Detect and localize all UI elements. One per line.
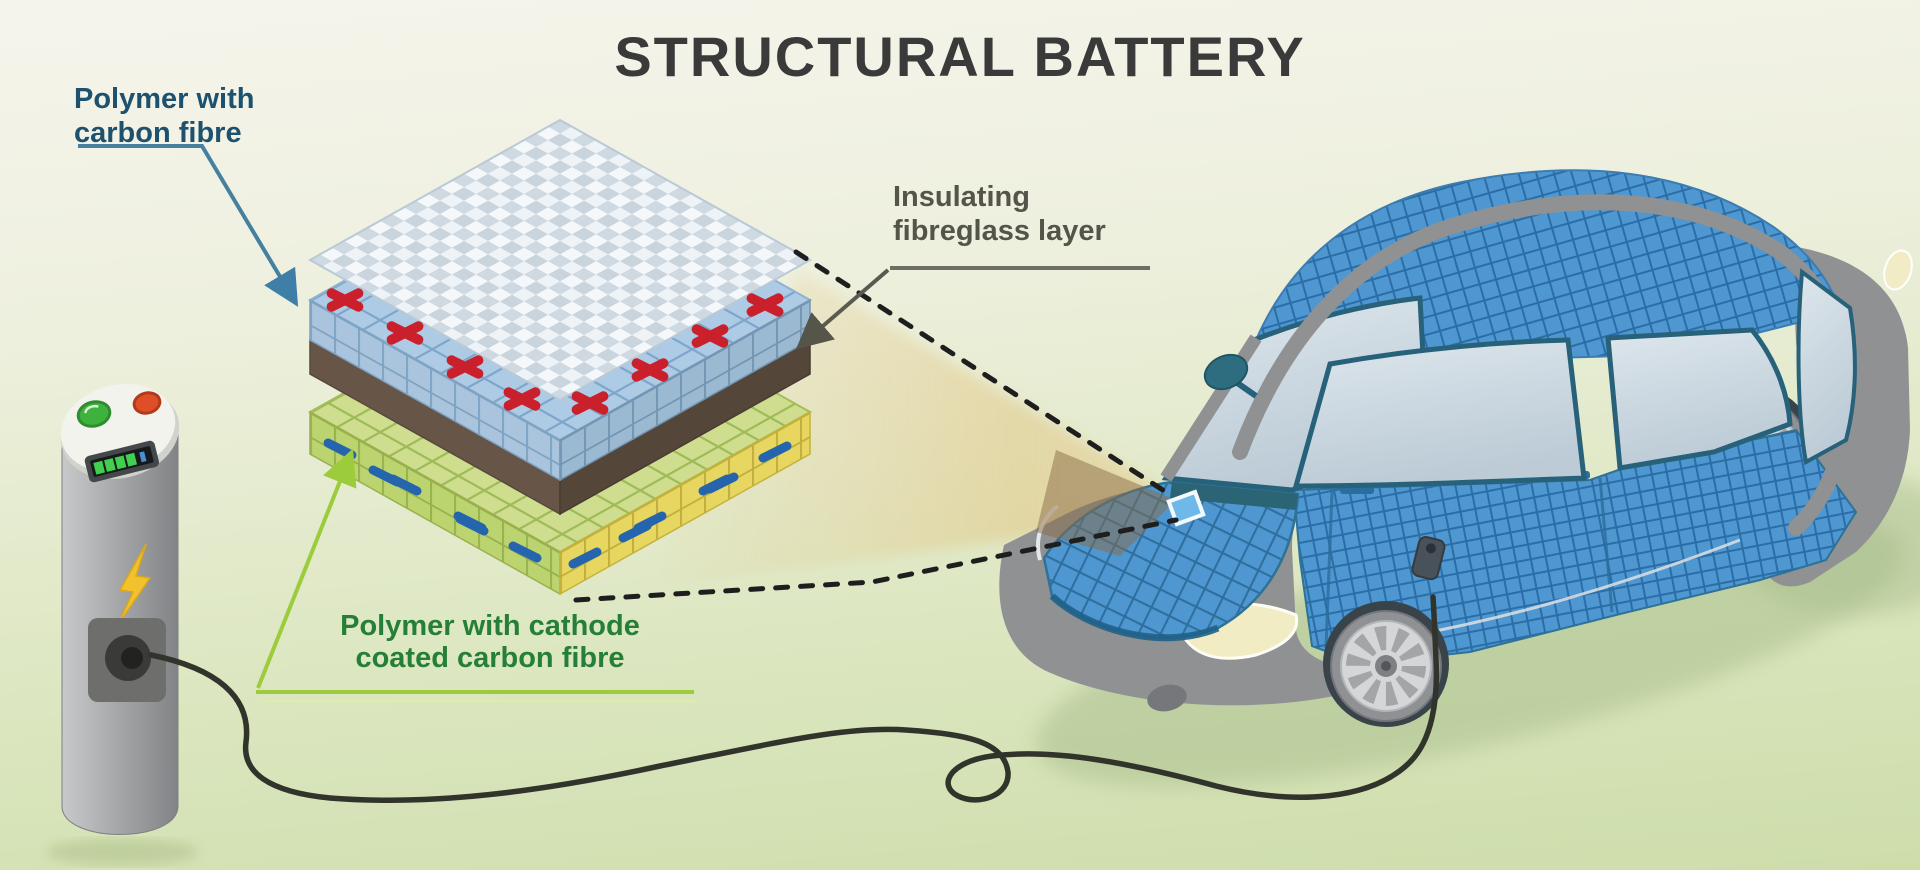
- cathode-leader-arrow: [256, 448, 357, 689]
- plus-marks: [326, 288, 784, 415]
- carbon-fibre-weave: [307, 118, 813, 402]
- label-line: coated carbon fibre: [355, 642, 625, 674]
- label-polymer-cathode: Polymer with cathode coated carbon fibre: [290, 610, 690, 674]
- callout-lines: [78, 144, 1179, 703]
- label-line: fibreglass layer: [893, 215, 1106, 247]
- insulating-leader-arrow: [795, 268, 890, 350]
- door-handle: [1340, 486, 1374, 494]
- station-shadow: [46, 839, 198, 865]
- front-wheel: [1323, 601, 1449, 727]
- battery-level-display: [84, 440, 160, 483]
- label-line: Insulating: [893, 181, 1030, 213]
- charging-cable: [148, 594, 1440, 803]
- green-status-light: [76, 400, 112, 428]
- label-line: Polymer with cathode: [340, 610, 640, 642]
- charging-plug: [1411, 535, 1446, 581]
- hood-sample-wedge: [1036, 450, 1176, 556]
- label-insulating-fibreglass: Insulating fibreglass layer: [893, 180, 1106, 248]
- label-line: Polymer with: [74, 83, 255, 115]
- rear-window: [1796, 268, 1857, 466]
- door-seams: [1324, 477, 1614, 649]
- diagram-title: STRUCTURAL BATTERY: [614, 25, 1306, 88]
- polymer-carbon-leader-arrow: [78, 144, 299, 307]
- car: [999, 169, 1913, 727]
- cowl: [1170, 482, 1298, 510]
- dashed-line-lower: [573, 517, 1179, 603]
- battery-stack: [307, 118, 813, 596]
- label-line: carbon fibre: [74, 117, 242, 149]
- fog-light: [1147, 684, 1187, 712]
- hood-sample-square: [1166, 489, 1206, 527]
- charging-station: [60, 383, 180, 835]
- tail-light: [1883, 249, 1913, 291]
- rear-door-window: [1605, 327, 1793, 471]
- front-door-window: [1292, 337, 1587, 489]
- label-polymer-carbon-fibre: Polymer with carbon fibre: [74, 82, 255, 150]
- cable-socket: [88, 618, 166, 702]
- red-status-light: [132, 391, 162, 415]
- side-mirror: [1203, 353, 1258, 399]
